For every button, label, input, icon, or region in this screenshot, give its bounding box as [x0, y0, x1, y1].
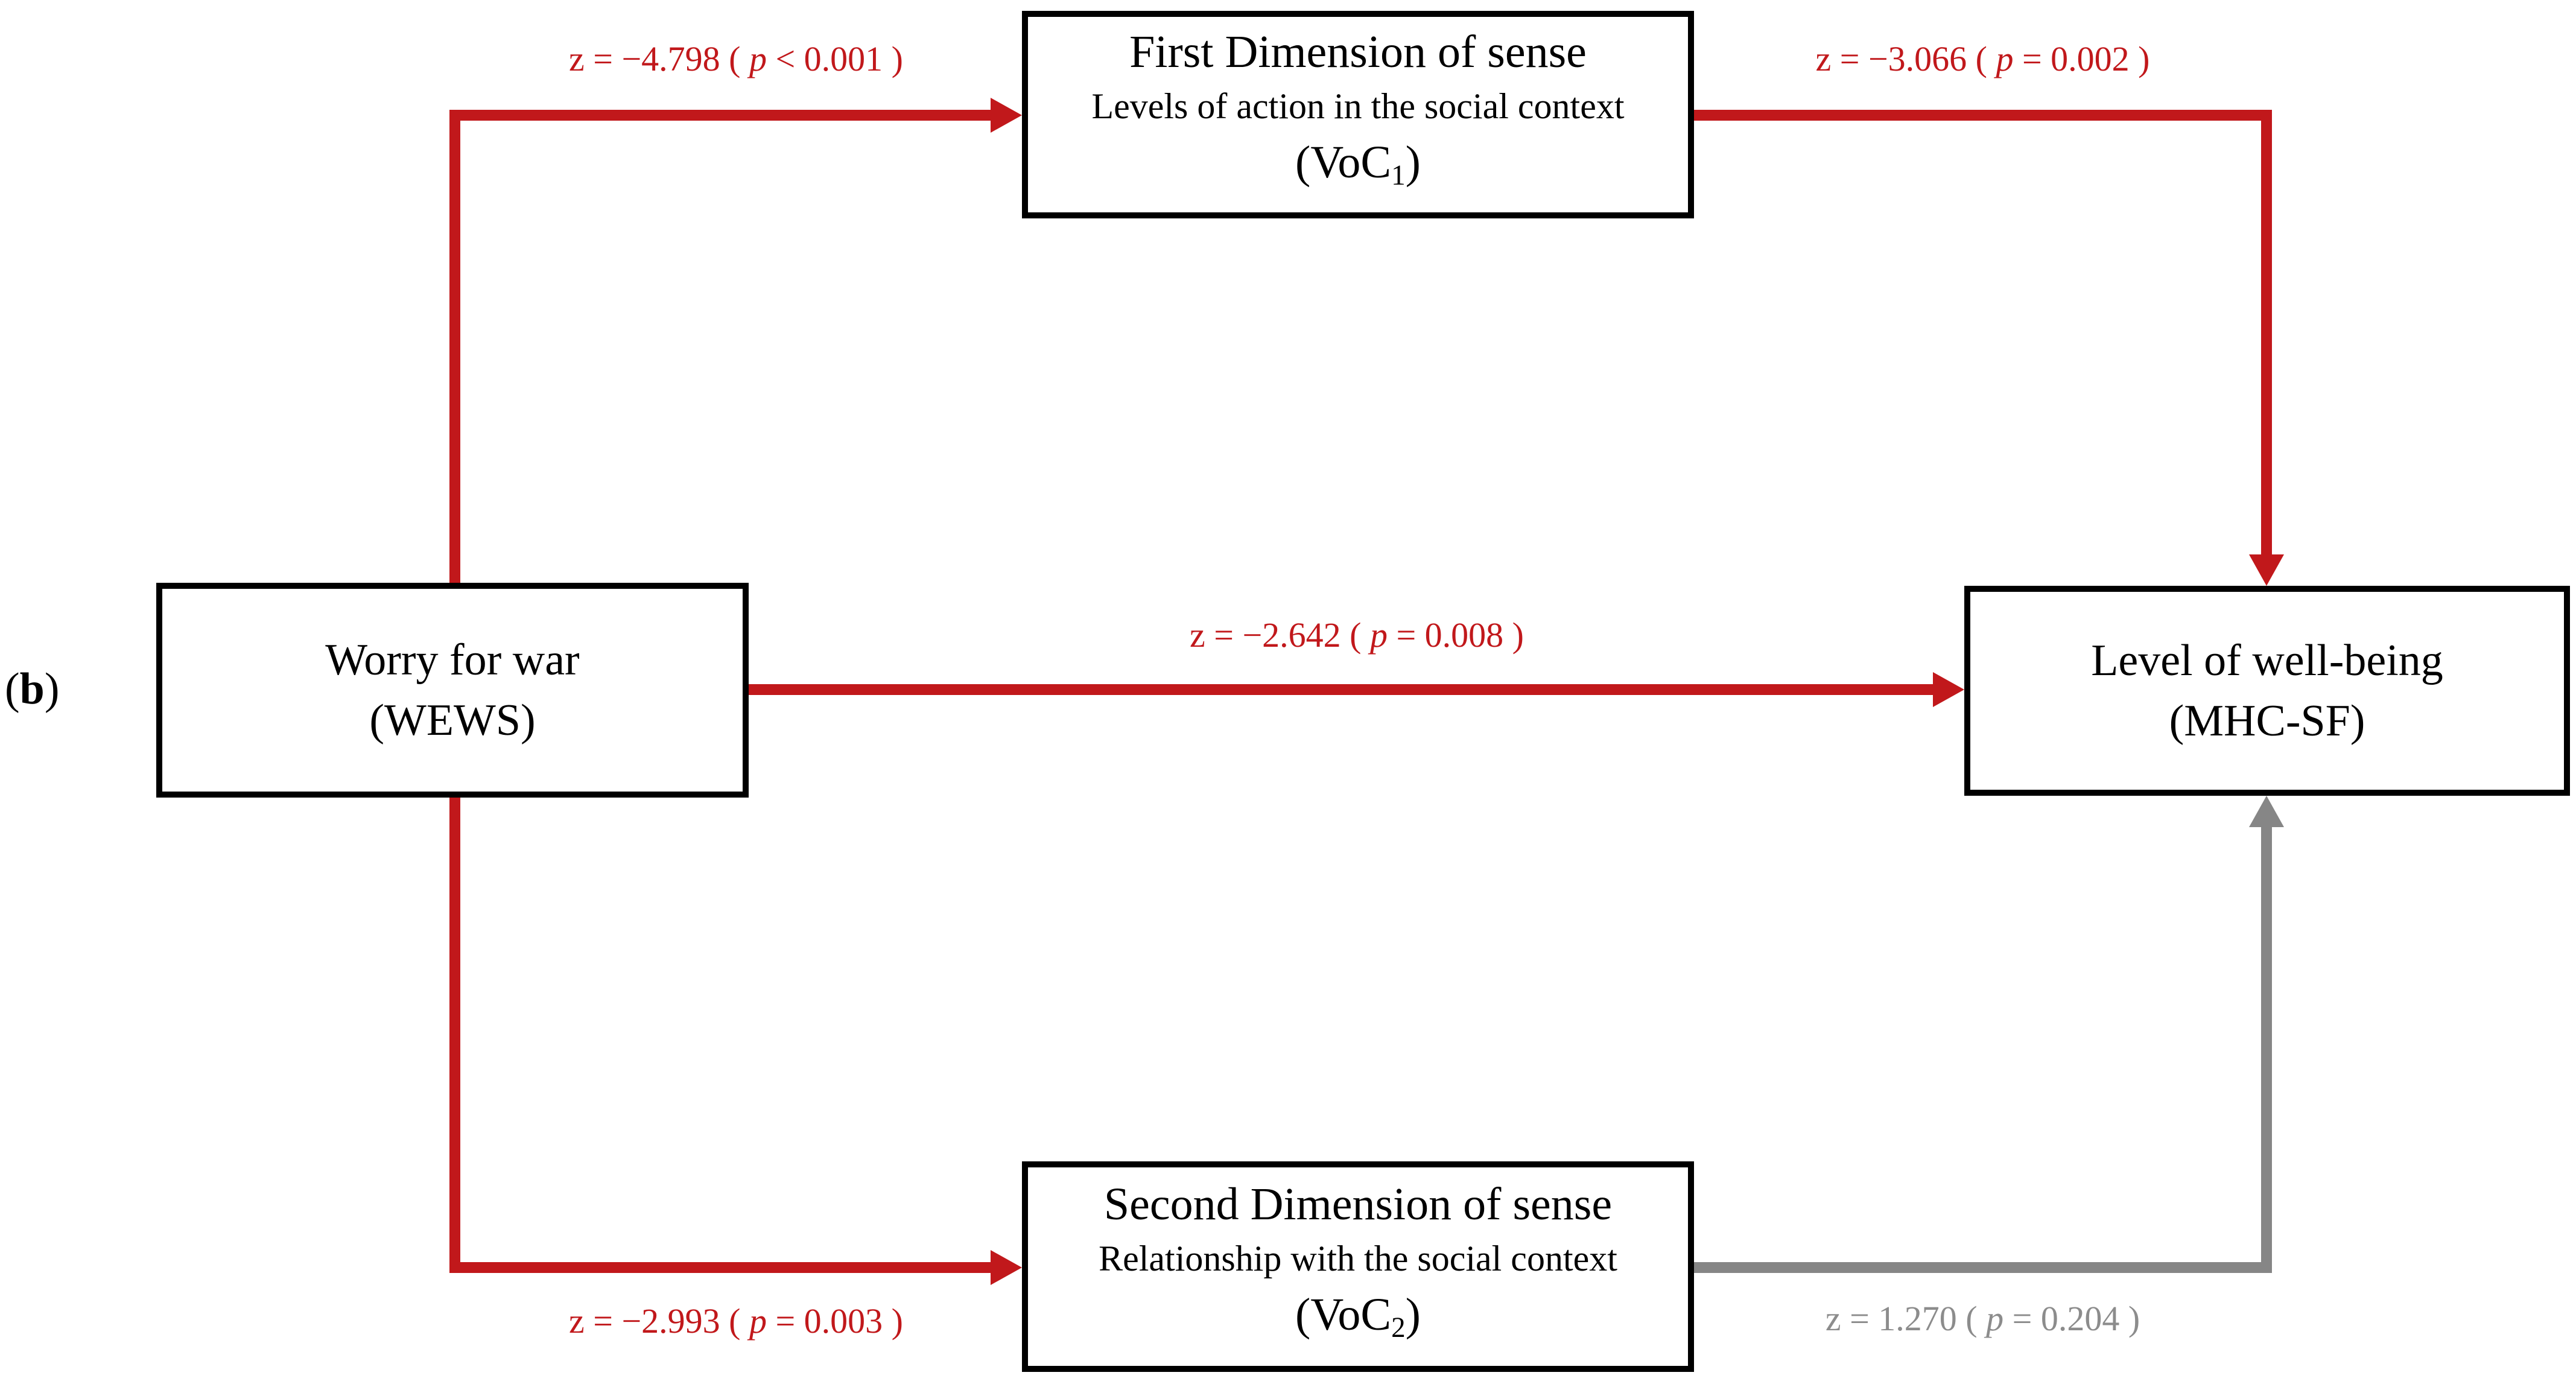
path-wews-voc2-vertical-segment: [449, 798, 460, 1273]
panel-label-letter: b: [19, 664, 45, 714]
p-value-text: = 0.002 ): [2013, 39, 2150, 78]
box-first-dimension: First Dimension of sense Levels of actio…: [1022, 11, 1694, 218]
acronym-text: (VoC: [1295, 1289, 1392, 1340]
z-value-text: z = −4.798 (: [568, 39, 749, 78]
p-symbol: p: [1369, 615, 1388, 655]
panel-label: (b): [5, 659, 59, 719]
path-wews-mhc-arrowhead: [1933, 672, 1964, 707]
box-worry-for-war-title: Worry for war: [325, 635, 580, 685]
z-value-text: z = −2.993 (: [568, 1301, 749, 1341]
box-well-being: Level of well-being (MHC-SF): [1964, 586, 2570, 796]
acronym-subscript: 1: [1391, 159, 1406, 191]
path-wews-voc2-label: z = −2.993 ( p = 0.003 ): [449, 1286, 1023, 1356]
p-symbol: p: [749, 1301, 767, 1341]
acronym-text: (VoC: [1295, 137, 1392, 188]
p-symbol: p: [749, 39, 767, 78]
box-second-dimension-title: Second Dimension of sense: [1103, 1178, 1613, 1230]
p-value-text: < 0.001 ): [766, 39, 903, 78]
box-well-being-title: Level of well-being: [2091, 636, 2443, 685]
path-voc1-mhc-arrowhead: [2249, 554, 2284, 586]
path-wews-mhc-horizontal-segment: [749, 684, 1935, 695]
z-value-text: z = 1.270 (: [1825, 1299, 1987, 1338]
path-wews-voc1-horizontal-segment: [449, 110, 992, 121]
z-value-text: z = −2.642 (: [1189, 615, 1370, 655]
path-voc1-mhc-horizontal-segment: [1693, 110, 2272, 121]
path-voc1-mhc-label: z = −3.066 ( p = 0.002 ): [1693, 24, 2272, 94]
panel-label-paren-close: ): [44, 664, 60, 714]
box-well-being-acronym: (MHC-SF): [2169, 696, 2365, 746]
path-voc2-mhc-label: z = 1.270 ( p = 0.204 ): [1693, 1284, 2272, 1353]
p-value-text: = 0.008 ): [1387, 615, 1524, 655]
box-worry-for-war: Worry for war (WEWS): [156, 583, 749, 798]
z-value-text: z = −3.066 (: [1815, 39, 1996, 78]
path-voc2-mhc-arrowhead: [2249, 796, 2284, 827]
p-symbol: p: [1996, 39, 2014, 78]
p-value-text: = 0.003 ): [766, 1301, 903, 1341]
box-second-dimension-acronym: (VoC2): [1295, 1283, 1421, 1359]
path-voc2-mhc-vertical-segment: [2261, 827, 2272, 1273]
acronym-subscript: 2: [1391, 1312, 1406, 1344]
path-wews-voc1-vertical-segment: [449, 110, 460, 584]
box-first-dimension-acronym: (VoC1): [1295, 131, 1421, 207]
box-first-dimension-subtitle: Levels of action in the social context: [1091, 86, 1625, 127]
panel-label-paren-open: (: [5, 664, 20, 714]
path-voc2-mhc-horizontal-segment: [1693, 1262, 2272, 1273]
path-wews-voc2-arrowhead: [991, 1250, 1022, 1285]
box-first-dimension-title: First Dimension of sense: [1129, 27, 1587, 78]
p-symbol: p: [1986, 1299, 2004, 1338]
box-second-dimension-subtitle: Relationship with the social context: [1099, 1238, 1617, 1278]
acronym-close: ): [1405, 137, 1421, 188]
path-wews-voc2-horizontal-segment: [449, 1262, 992, 1273]
p-value-text: = 0.204 ): [2003, 1299, 2140, 1338]
path-wews-voc1-label: z = −4.798 ( p < 0.001 ): [449, 24, 1023, 94]
path-wews-mhc-label: z = −2.642 ( p = 0.008 ): [749, 600, 1965, 670]
acronym-close: ): [1405, 1289, 1421, 1340]
box-worry-for-war-acronym: (WEWS): [369, 696, 536, 745]
box-second-dimension: Second Dimension of sense Relationship w…: [1022, 1161, 1694, 1372]
path-voc1-mhc-vertical-segment: [2261, 110, 2272, 554]
path-wews-voc1-arrowhead: [991, 98, 1022, 133]
